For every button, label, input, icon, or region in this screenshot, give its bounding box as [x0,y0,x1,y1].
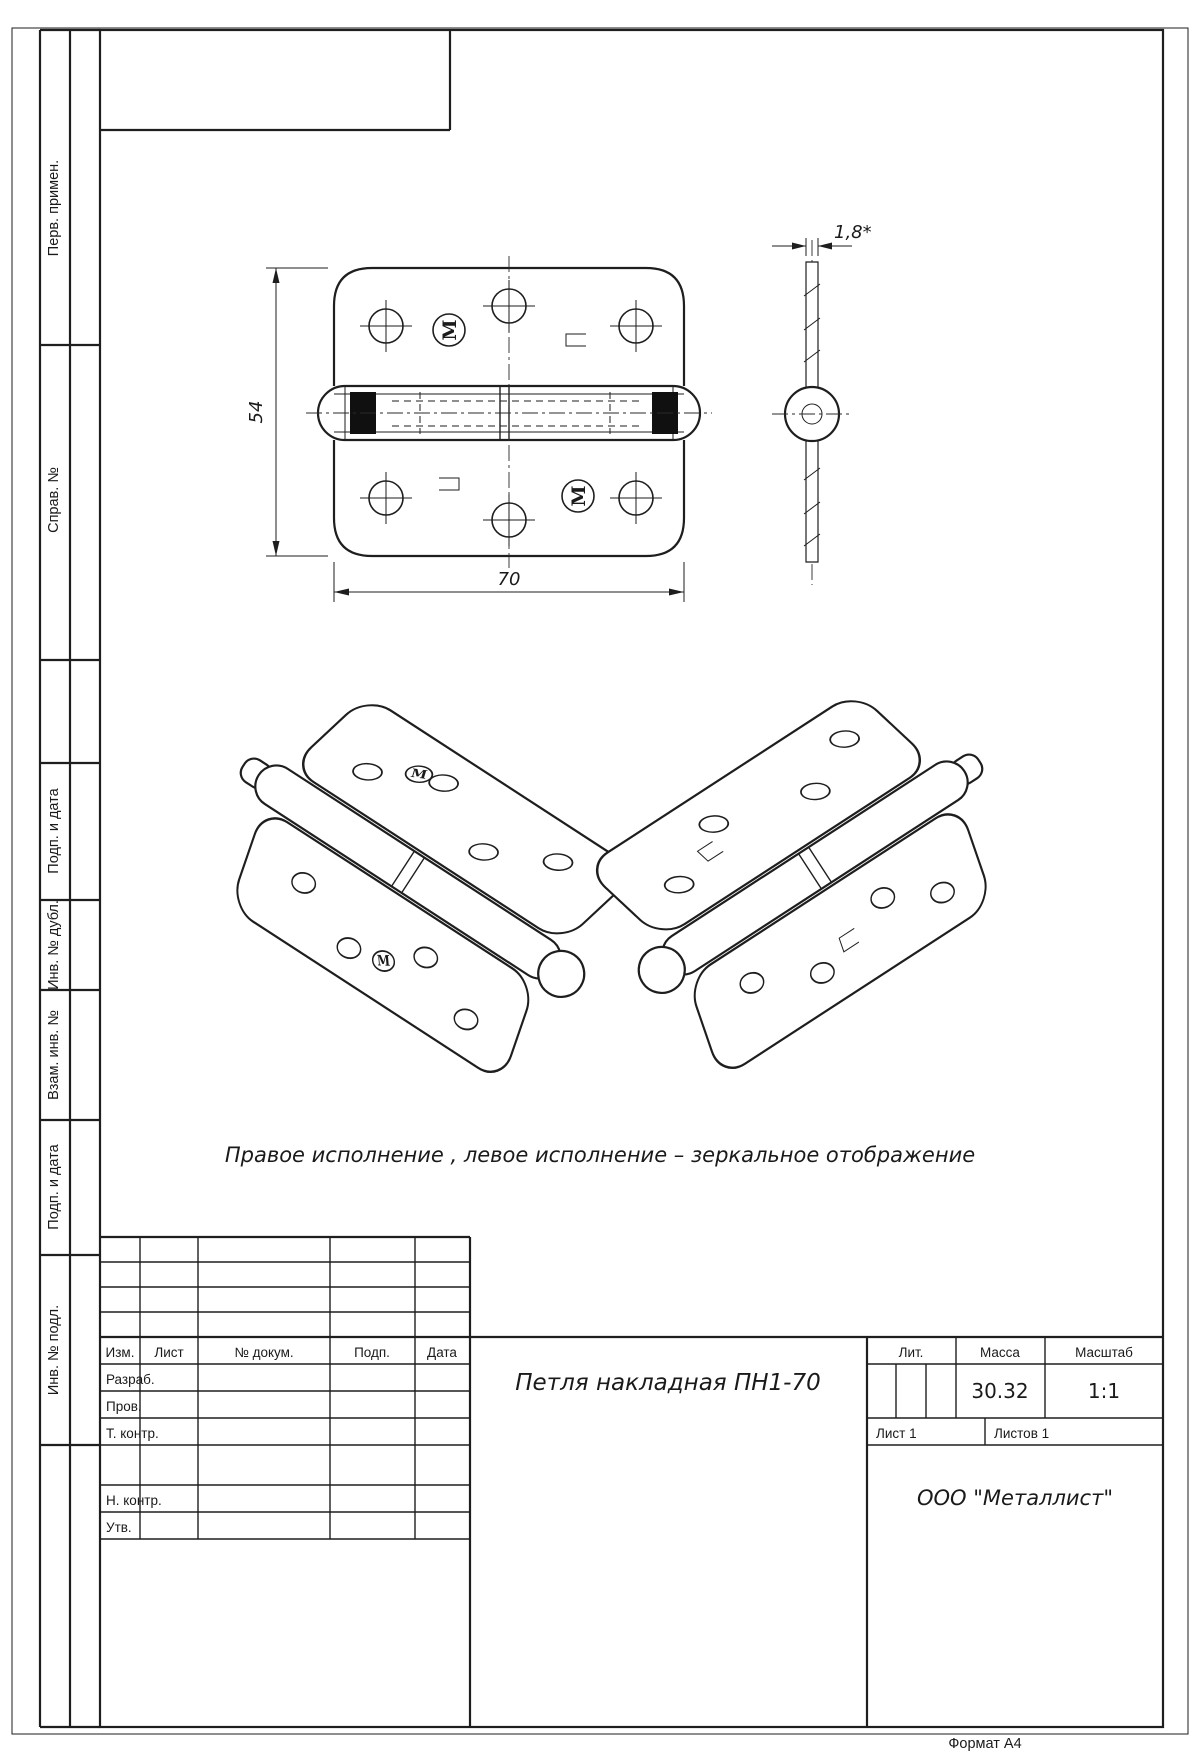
rect-stamp [565,333,586,347]
scale-value: 1:1 [1088,1379,1120,1403]
col-podp: Подп. [354,1345,390,1360]
rect-stamp [439,477,460,491]
title-block-right-grid [865,1337,1163,1727]
margin-label-podp-data-2: Подп. и дата [46,1143,62,1229]
col-list: Лист [154,1345,183,1360]
logo-letter: M [376,953,390,970]
rect-stamp-iso [696,841,724,862]
sheet-frame [11,27,1189,1735]
row-utv: Утв. [106,1520,132,1535]
logo-stamp: M [432,313,466,347]
lit-label: Лит. [899,1345,924,1360]
dimension-70: 70 [333,562,685,602]
logo-letter: M [439,319,461,340]
margin-label-sprav-no: Справ. № [46,467,62,533]
iso-view-right [595,700,987,1069]
margin-label-perv-primen: Перв. примен. [46,160,62,256]
screw-hole [360,300,412,352]
masshtab-label: Масштаб [1075,1345,1133,1360]
col-dokum: № докум. [234,1345,293,1360]
dimension-54: 54 [246,267,328,557]
sheet-number: Лист 1 [876,1426,917,1441]
dim-width-label: 70 [498,569,521,590]
side-view: 1,8* [772,222,872,585]
title-block-left-grid [100,1337,472,1727]
logo-letter: M [409,767,429,782]
title-block: Изм. Лист № докум. Подп. Дата Разраб. Пр… [100,1235,1163,1727]
row-tkontr: Т. контр. [106,1426,159,1441]
logo-stamp-iso: M [371,950,396,972]
margin-label-vzam-inv: Взам. инв. № [46,1010,62,1100]
screw-hole [483,280,535,332]
format-label: Формат А4 [948,1736,1021,1752]
rect-stamp-iso [838,927,860,953]
row-razrab: Разраб. [106,1372,155,1387]
screw-hole [360,472,412,524]
row-nkontr: Н. контр. [106,1493,162,1508]
logo-stamp: M [561,479,595,513]
col-izm: Изм. [106,1345,135,1360]
revision-table [100,1235,472,1337]
execution-note: Правое исполнение , левое исполнение – з… [225,1143,975,1167]
logo-letter: M [568,485,590,506]
col-data: Дата [427,1345,457,1360]
document-title: Петля накладная ПН1-70 [515,1370,820,1396]
dim-thickness-label: 1,8* [834,222,872,243]
massa-label: Масса [980,1345,1020,1360]
screw-hole [610,300,662,352]
company-name: ООО "Металлист" [917,1486,1113,1510]
margin-label-inv-podl: Инв. № подл. [46,1305,62,1395]
iso-view-left: M M [236,704,628,1073]
front-view: M M 54 70 [246,256,712,602]
margin-labels: Перв. примен. Справ. № Подп. и дата Инв.… [46,160,62,1395]
screw-hole [610,472,662,524]
logo-stamp-iso: M [404,765,434,784]
sheets-total: Листов 1 [994,1426,1049,1441]
screw-hole [483,494,535,546]
margin-label-podp-data-1: Подп. и дата [46,787,62,873]
margin-label-inv-dubl: Инв. № дубл. [46,900,62,990]
row-prov: Пров. [106,1399,142,1414]
massa-value: 30.32 [971,1379,1028,1403]
dimension-thickness: 1,8* [772,222,872,256]
dim-height-label: 54 [246,401,267,424]
